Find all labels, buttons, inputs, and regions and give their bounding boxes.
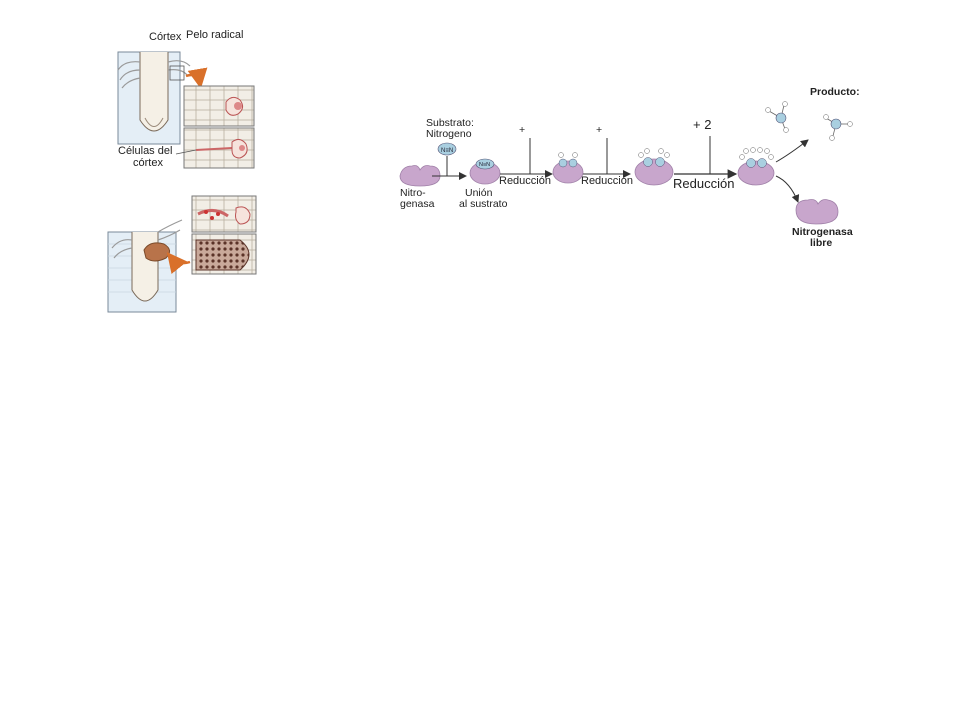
label-reduction-2: Reducción xyxy=(581,175,633,187)
infection-panel-3 xyxy=(191,195,257,233)
nodule-panel xyxy=(191,233,257,275)
label-plus-1: + xyxy=(519,124,526,136)
svg-text:N≡N: N≡N xyxy=(479,162,490,168)
ammonia-molecule-1 xyxy=(765,101,789,133)
infection-panel-1 xyxy=(183,85,255,127)
label-cortex-cells-line2: córtex xyxy=(133,157,163,169)
free-nitrogenase xyxy=(795,199,839,225)
root-bottom-panel xyxy=(107,219,191,313)
label-cortex: Córtex xyxy=(149,31,182,43)
label-reduction-1: Reducción xyxy=(499,175,551,187)
label-free-line2: libre xyxy=(810,237,833,249)
label-enzyme-line2: genasa xyxy=(400,198,435,210)
nitrogenase-enzyme-1 xyxy=(399,165,441,187)
label-substrate-name: Nitrogeno xyxy=(426,128,472,140)
label-plus-3: + 2 xyxy=(693,117,712,132)
arrow-to-free-enzyme xyxy=(775,175,800,203)
label-reduction-3: Reducción xyxy=(673,176,735,191)
n2-molecule: N≡N xyxy=(437,142,457,156)
ammonia-molecule-2 xyxy=(823,114,853,141)
label-free-line1: Nitrogenasa xyxy=(792,226,853,238)
nitrogenase-enzyme-4 xyxy=(634,148,674,186)
label-plus-2: + xyxy=(596,124,603,136)
label-binding-line2: al sustrato xyxy=(459,198,508,210)
label-enzyme-line1: Nitro- xyxy=(400,187,426,199)
nitrogenase-enzyme-5 xyxy=(737,147,775,186)
infection-panel-2 xyxy=(175,127,255,169)
nitrogenase-enzyme-3 xyxy=(552,152,584,184)
root-top-panel xyxy=(117,51,208,145)
arrow-to-product xyxy=(775,139,809,163)
svg-text:N≡N: N≡N xyxy=(441,148,453,154)
label-cortex-cells-line1: Células del xyxy=(118,145,173,157)
nitrogenase-enzyme-2: N≡N xyxy=(469,158,501,185)
label-binding-line1: Unión xyxy=(465,187,493,199)
label-product: Producto: xyxy=(810,86,860,98)
label-root-hair: Pelo radical xyxy=(186,29,244,41)
label-substrate: Substrato: xyxy=(426,117,474,129)
